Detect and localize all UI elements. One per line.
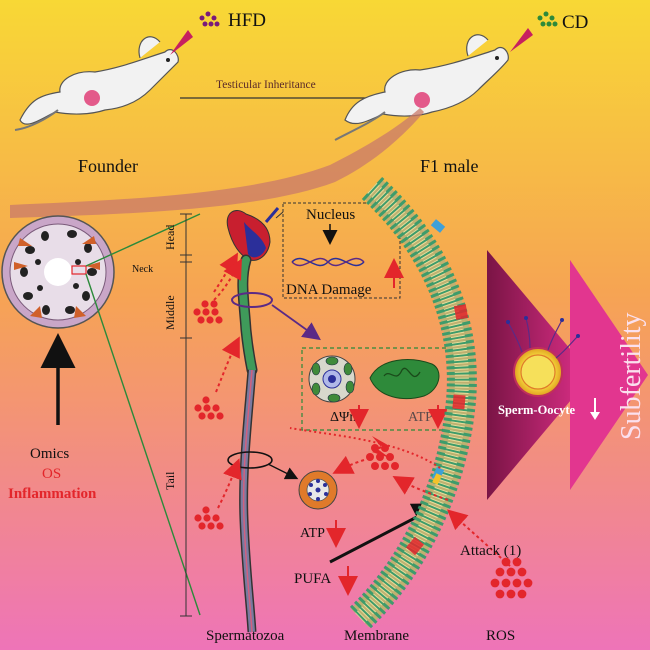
- testis-cross-section-icon: [1, 215, 115, 329]
- zoom-line-top: [85, 213, 201, 267]
- omics-label: Omics: [30, 446, 69, 462]
- founder-label: Founder: [78, 156, 138, 176]
- membrane-bilayer-icon: [349, 176, 477, 629]
- axoneme-cross-section-icon: [298, 470, 338, 510]
- f1-mouse-icon: [334, 34, 509, 141]
- testicular-inheritance-label: Testicular Inheritance: [216, 79, 316, 91]
- mitochondrion-icon: [369, 359, 440, 399]
- neck-label: Neck: [132, 264, 153, 275]
- head-label: Head: [163, 225, 177, 250]
- midpiece-zoom-arrow: [271, 304, 321, 341]
- delta-psi-m-label: ΔΨm: [330, 410, 360, 425]
- tail-zoom-arrow: [267, 463, 299, 480]
- attack-label: Attack (1): [460, 543, 521, 559]
- hfd-dropper-icon: [170, 11, 220, 55]
- spermatozoa-label: Spermatozoa: [206, 628, 285, 644]
- subfertility-label: Subfertility: [616, 312, 647, 440]
- dna-helix-icon: [291, 257, 365, 267]
- ros-cluster-bottom: [490, 557, 533, 599]
- membrane-to-ros-arrow: [392, 475, 449, 501]
- atp-mito-label: ATP: [408, 410, 433, 425]
- f1-male-label: F1 male: [420, 156, 479, 176]
- membrane-label: Membrane: [344, 628, 409, 644]
- membrane-to-mito-arrow: [289, 427, 441, 469]
- pufa-label: PUFA: [294, 571, 331, 587]
- nucleus-box: [282, 202, 401, 299]
- segment-scale-bar: [180, 213, 192, 617]
- os-label: OS: [42, 466, 61, 482]
- ros-cluster-middle: [193, 300, 223, 324]
- middle-label: Middle: [163, 295, 177, 330]
- hfd-label: HFD: [228, 10, 266, 31]
- ros-attack-arrows: [213, 252, 242, 509]
- mitochondria-cross-section-icon: [308, 355, 356, 403]
- oocyte-icon: [506, 316, 580, 397]
- sperm-oocyte-label: Sperm-Oocyte: [498, 403, 576, 417]
- zoom-line-bottom: [85, 273, 201, 616]
- nucleus-pointer: [275, 211, 284, 219]
- ros-cluster-membrane: [366, 444, 399, 470]
- ros-to-tail-arrow: [332, 455, 365, 474]
- tubule-band: [10, 108, 424, 218]
- spermatozoon-icon: [226, 207, 280, 633]
- ros-cluster-tail-upper: [194, 396, 224, 420]
- founder-mouse-icon: [14, 36, 179, 131]
- lightning-bolt-icon: [372, 436, 390, 458]
- inflammation-label: Inflammation: [8, 486, 97, 502]
- sperm-oocyte-down-arrowhead: [590, 412, 600, 420]
- ros-label: ROS: [486, 628, 515, 644]
- tail-label: Tail: [163, 471, 177, 490]
- dna-damage-label: DNA Damage: [286, 282, 372, 298]
- nucleus-label: Nucleus: [306, 207, 355, 223]
- cd-dropper-icon: [510, 11, 558, 52]
- subfertility-triangle: [570, 260, 648, 490]
- ros-cluster-tail-lower: [194, 506, 224, 530]
- atp-tail-label: ATP: [300, 526, 325, 541]
- cd-label: CD: [562, 12, 588, 33]
